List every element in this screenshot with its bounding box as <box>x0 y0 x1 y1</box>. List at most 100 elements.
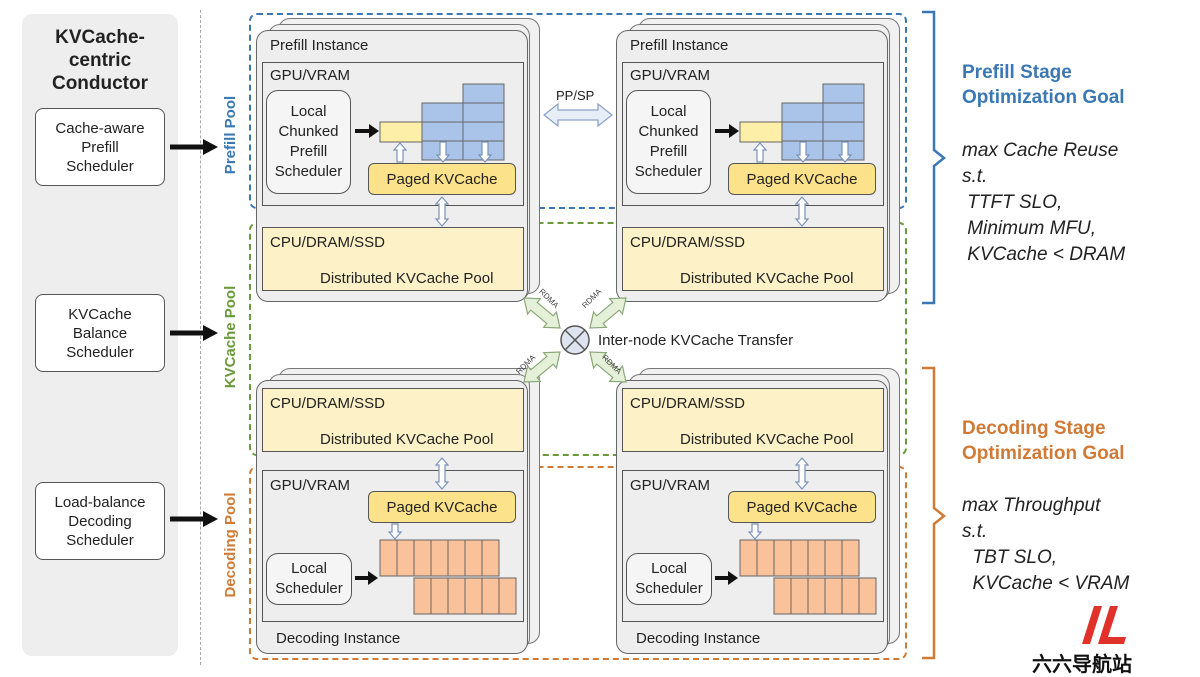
decoding-kv-block <box>447 539 466 577</box>
distributed-kvcache-pool-label: Distributed KVCache Pool <box>320 270 494 287</box>
distributed-kvcache-pool-label: Distributed KVCache Pool <box>320 431 494 448</box>
decoding-kv-block <box>824 577 843 615</box>
decoding-goal-bracket <box>922 366 947 660</box>
local-to-block-arrow-head <box>728 571 738 585</box>
decoding-kv-block <box>756 539 775 577</box>
decoding-kv-block <box>464 577 483 615</box>
paged-to-block-arrow <box>387 523 403 540</box>
decoding-kv-block <box>396 539 415 577</box>
decoding-kv-block <box>841 539 860 577</box>
decoding-kv-block <box>739 539 758 577</box>
separator-line <box>200 10 201 665</box>
cpu-gpu-arrow <box>434 457 450 490</box>
prefill-kv-block <box>822 83 865 104</box>
gpu-vram-label: GPU/VRAM <box>630 477 711 494</box>
decoding-kv-block <box>379 539 398 577</box>
rdma-arrow-bl <box>523 351 561 383</box>
gpu-cpu-arrow <box>434 196 450 227</box>
decoding-kv-block <box>824 539 843 577</box>
rdma-arrow-br <box>589 351 627 383</box>
paged-kvcache: Paged KVCache <box>728 491 876 523</box>
prefill-pool-border <box>249 13 907 209</box>
block-to-paged-arrow <box>837 141 853 163</box>
decoding-kv-block <box>498 577 517 615</box>
decoding-instance-title: Decoding Instance <box>276 630 401 647</box>
kvcache-balance-scheduler: KVCache Balance Scheduler <box>35 294 165 372</box>
conductor-title: KVCache- centric Conductor <box>51 27 149 94</box>
local-to-block-arrow-head <box>369 124 379 138</box>
pp-sp-label: PP/SP <box>556 88 595 103</box>
prefill-kv-block <box>822 102 865 123</box>
distributed-kvcache-pool-label: Distributed KVCache Pool <box>680 431 854 448</box>
decoding-kv-block <box>858 577 877 615</box>
kvcache-pool-border <box>249 222 907 456</box>
decoding-kv-block <box>790 577 809 615</box>
paged-to-chunk-arrow <box>752 142 768 163</box>
rdma-arrow-tr <box>589 297 627 329</box>
prefill-goal-title: Prefill Stage Optimization Goal <box>962 62 1125 108</box>
prefill-instance-title: Prefill Instance <box>630 37 729 54</box>
prefill-kv-block <box>421 121 464 142</box>
cpu-dram-ssd-box <box>622 388 884 452</box>
scheduler-arrow-balance <box>170 325 218 341</box>
decoding-kv-block <box>773 539 792 577</box>
prefill-kv-block <box>421 102 464 123</box>
prefill-goal-bracket <box>922 10 947 305</box>
gpu-vram-label: GPU/VRAM <box>270 477 351 494</box>
decoding-kv-block <box>413 577 432 615</box>
paged-kvcache: Paged KVCache <box>728 163 876 195</box>
local-chunked-prefill-scheduler: Local Chunked Prefill Scheduler <box>266 90 351 194</box>
local-to-block-arrow-head <box>368 571 378 585</box>
decoding-pool-border <box>249 466 907 660</box>
decoding-kv-block <box>447 577 466 615</box>
gpu-vram-label: GPU/VRAM <box>630 67 711 84</box>
prefill-kv-block <box>781 102 824 123</box>
decoding-kv-block <box>481 539 500 577</box>
decoding-instance-title: Decoding Instance <box>636 630 761 647</box>
block-to-paged-arrow <box>477 141 493 163</box>
cpu-dram-ssd-label: CPU/DRAM/SSD <box>630 395 746 412</box>
local-to-block-arrow-head <box>729 124 739 138</box>
decoding-kv-block <box>430 539 449 577</box>
cpu-dram-ssd-box <box>622 227 884 291</box>
load-balance-decoding-scheduler: Load-balance Decoding Scheduler <box>35 482 165 560</box>
scheduler-arrow-prefill <box>170 139 218 155</box>
prefill-goal-body: max Cache Reuse s.t. TTFT SLO, Minimum M… <box>962 140 1126 265</box>
pp-sp-arrow <box>543 102 613 128</box>
local-scheduler: Local Scheduler <box>626 553 712 605</box>
cpu-dram-ssd-label: CPU/DRAM/SSD <box>630 234 746 251</box>
prefill-chunk-block <box>379 121 423 143</box>
scheduler-arrow-decoding <box>170 511 218 527</box>
decoding-goal-title: Decoding Stage Optimization Goal <box>962 418 1125 464</box>
prefill-kv-block <box>462 102 505 123</box>
paged-to-chunk-arrow <box>392 142 408 163</box>
watermark-logo-icon <box>1082 606 1126 644</box>
decoding-kv-block <box>413 539 432 577</box>
paged-kvcache: Paged KVCache <box>368 491 516 523</box>
cpu-gpu-arrow <box>794 457 810 490</box>
cpu-dram-ssd-label: CPU/DRAM/SSD <box>270 234 386 251</box>
decoding-goal-body: max Throughput s.t. TBT SLO, KVCache < V… <box>962 495 1130 594</box>
inter-node-transfer-label: Inter-node KVCache Transfer <box>598 332 794 349</box>
decoding-kv-block <box>807 539 826 577</box>
switch-icon-line <box>564 329 586 351</box>
block-to-paged-arrow <box>795 141 811 163</box>
prefill-kv-block <box>781 121 824 142</box>
decoding-kv-block <box>773 577 792 615</box>
decoding-kv-block <box>430 577 449 615</box>
prefill-chunk-block <box>739 121 783 143</box>
prefill-kv-block <box>462 83 505 104</box>
distributed-kvcache-pool-label: Distributed KVCache Pool <box>680 270 854 287</box>
cpu-dram-ssd-label: CPU/DRAM/SSD <box>270 395 386 412</box>
cache-aware-prefill-scheduler: Cache-aware Prefill Scheduler <box>35 108 165 186</box>
decoding-kv-block <box>790 539 809 577</box>
decoding-kv-block <box>807 577 826 615</box>
prefill-kv-block <box>462 121 505 142</box>
rdma-arrow-tl <box>523 297 561 329</box>
local-scheduler: Local Scheduler <box>266 553 352 605</box>
decoding-kv-block <box>841 577 860 615</box>
cpu-dram-ssd-box <box>262 227 524 291</box>
block-to-paged-arrow <box>435 141 451 163</box>
